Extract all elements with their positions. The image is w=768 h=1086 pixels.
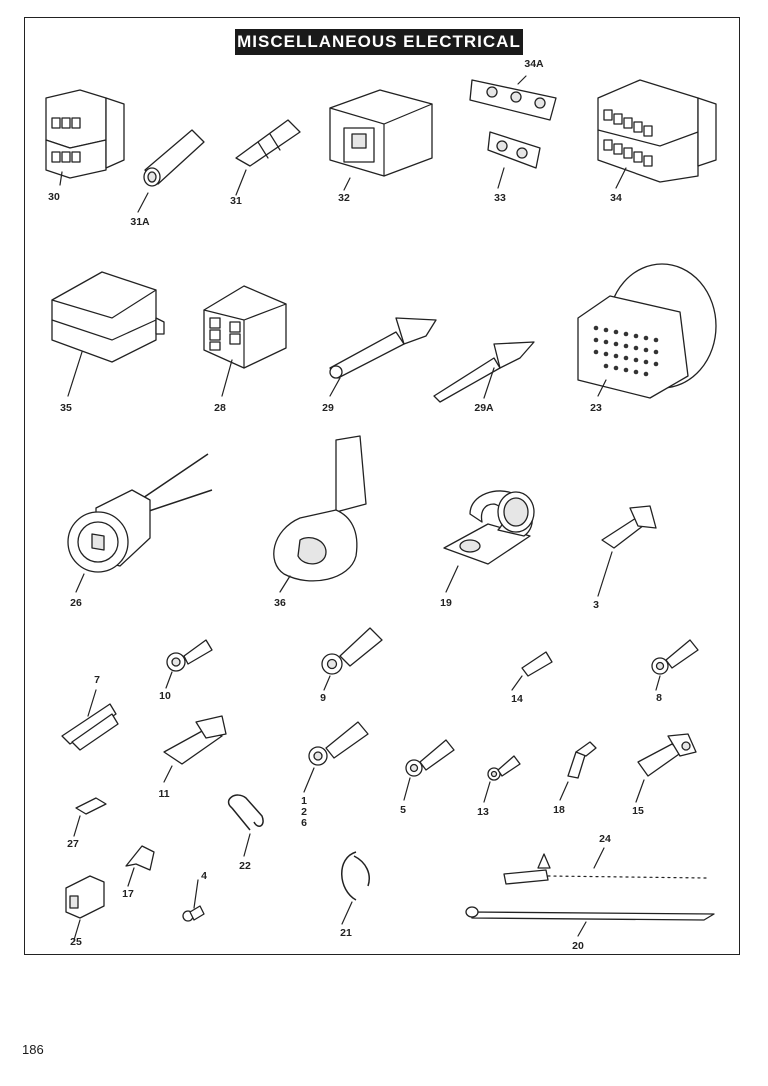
part-label-19: 19 (440, 597, 452, 609)
part-label-35: 35 (60, 402, 72, 414)
part-label-36: 36 (274, 597, 286, 609)
part-21-clamp (341, 851, 370, 925)
page-number: 186 (22, 1042, 44, 1057)
part-label-7: 7 (94, 674, 100, 686)
part-35-connector (51, 271, 165, 397)
part-11-terminal (163, 715, 227, 783)
part-3-terminal (597, 505, 657, 597)
part-label-18: 18 (553, 804, 565, 816)
part-23-connector (577, 263, 717, 399)
part-29-terminal (329, 317, 437, 397)
part-label-31a: 31A (130, 216, 150, 228)
part-28-connector (203, 285, 287, 397)
part-32-connector (329, 89, 433, 191)
part-20-cable-tie (465, 906, 715, 937)
part-label-11: 11 (158, 788, 170, 800)
part-label-27: 27 (67, 838, 79, 850)
part-label-20: 20 (572, 940, 584, 952)
diagram-title: MISCELLANEOUS ELECTRICAL (235, 29, 523, 55)
part-17-clip (125, 845, 155, 887)
part-14-butt-connector (511, 651, 553, 691)
part-label-1: 1 (301, 795, 307, 807)
part-label-3: 3 (593, 599, 599, 611)
part-label-34: 34 (610, 192, 622, 204)
part-24-cable-tie (503, 847, 707, 885)
diagram-frame (24, 17, 740, 955)
part-9-ring-terminal (321, 627, 383, 691)
part-27-clip (73, 797, 107, 837)
part-19-clamp (443, 490, 535, 593)
part-label-24: 24 (599, 833, 611, 845)
part-10-ring-terminal (165, 639, 213, 689)
part-label-30: 30 (48, 191, 60, 203)
part-5-ring-terminal (403, 739, 455, 801)
part-label-33: 33 (494, 192, 506, 204)
part-label-21: 21 (340, 927, 352, 939)
part-label-32: 32 (338, 192, 350, 204)
part-34-connector (597, 79, 717, 189)
part-label-29: 29 (322, 402, 334, 414)
part-label-26: 26 (70, 597, 82, 609)
part-label-9: 9 (320, 692, 326, 704)
part-label-15: 15 (632, 805, 644, 817)
part-label-8: 8 (656, 692, 662, 704)
part-8-ring-terminal (651, 639, 699, 691)
part-1-ring-terminal (303, 721, 369, 793)
part-31a-pin (137, 129, 205, 213)
part-label-23: 23 (590, 402, 602, 414)
part-29a-terminal (433, 341, 535, 403)
part-7-terminal (61, 689, 119, 751)
part-label-4: 4 (201, 870, 207, 882)
part-label-31: 31 (230, 195, 242, 207)
part-label-22: 22 (239, 860, 251, 872)
part-31-pin (235, 119, 301, 196)
part-label-10: 10 (159, 690, 171, 702)
part-30-connector (45, 89, 125, 186)
part-label-29a: 29A (474, 402, 494, 414)
part-label-5: 5 (400, 804, 406, 816)
part-label-25: 25 (70, 936, 82, 948)
part-label-13: 13 (477, 806, 489, 818)
part-label-1-2-6: 1 2 6 (301, 796, 307, 829)
part-34a-terminal-strip (469, 75, 557, 121)
part-22-spring-clip (227, 794, 264, 857)
part-26-socket (67, 453, 213, 593)
part-25-connector (65, 875, 105, 941)
part-18-clip (559, 741, 597, 801)
part-label-17: 17 (122, 888, 134, 900)
part-label-6: 6 (301, 817, 307, 829)
part-label-2: 2 (301, 806, 307, 818)
part-36-boot (273, 435, 367, 593)
part-label-28: 28 (214, 402, 226, 414)
part-4-clip (182, 879, 205, 922)
part-label-14: 14 (511, 693, 523, 705)
part-label-34a: 34A (524, 58, 544, 70)
part-15-terminal (635, 733, 697, 803)
part-33-terminal-strip (487, 131, 541, 189)
part-13-ring-terminal (483, 755, 521, 803)
